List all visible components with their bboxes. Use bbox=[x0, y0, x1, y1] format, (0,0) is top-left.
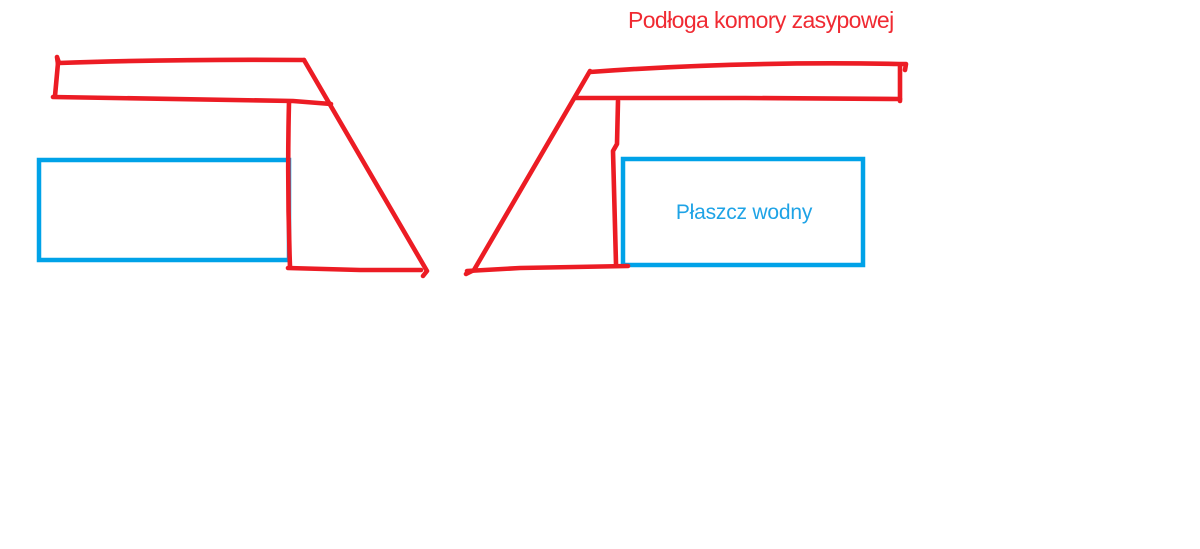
right-wall-bottom-edge bbox=[464, 263, 631, 274]
left-beam-top-edge bbox=[54, 54, 307, 67]
water-jacket-label: Płaszcz wodny bbox=[676, 201, 813, 224]
left-wall-diagonal bbox=[301, 57, 430, 279]
left-beam-bottom-edge bbox=[50, 94, 334, 107]
water-jacket-rect-right bbox=[620, 156, 866, 268]
left-wall-bottom-edge bbox=[285, 265, 424, 273]
hopper-floor-right-sketch bbox=[463, 61, 909, 277]
hopper-floor-left-sketch bbox=[50, 54, 430, 279]
left-beam-left-edge bbox=[52, 60, 61, 99]
right-wall-vertical bbox=[610, 98, 621, 267]
water-jacket-rect-left bbox=[36, 157, 292, 263]
floor-caption-text: Podłoga komory zasypowej bbox=[628, 7, 894, 33]
left-wall-vertical bbox=[285, 99, 293, 270]
right-beam-bottom-edge bbox=[573, 95, 903, 102]
right-beam-top-edge bbox=[587, 61, 909, 75]
right-wall-diagonal bbox=[463, 68, 593, 277]
